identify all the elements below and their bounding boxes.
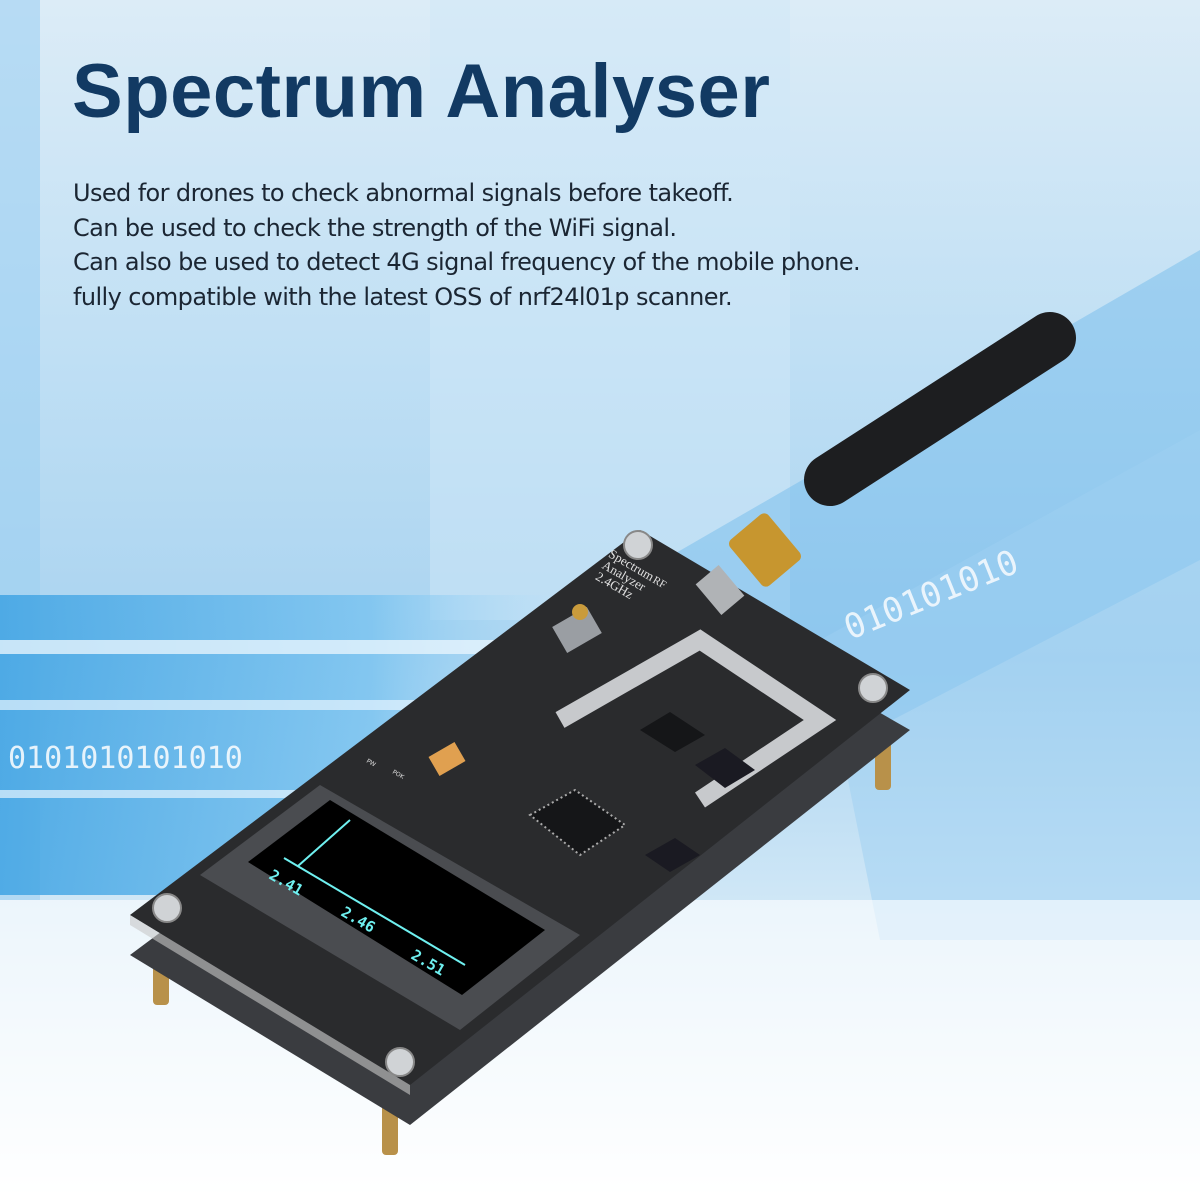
led-label-pw: PW [365,758,377,769]
binary-text: 0101010101010 [8,741,243,776]
sma-connector [695,513,801,615]
description: Used for drones to check abnormal signal… [73,176,861,314]
description-line: Used for drones to check abnormal signal… [73,179,734,207]
push-button[interactable] [552,607,602,653]
rf-label: RF [651,574,669,591]
screws [152,530,888,1077]
antenna-trace [555,629,837,808]
description-line: Can be used to check the strength of the… [73,213,677,242]
description-line: Can also be used to detect 4G signal fre… [73,248,861,276]
page-title: Spectrum Analyser [72,49,771,134]
spectrum-plot [283,819,466,966]
description-line: fully compatible with the latest OSS of … [73,282,733,311]
chips [428,712,755,872]
antenna [804,312,1076,506]
frequency-axis [283,857,466,966]
signal-peak [297,819,351,867]
oled-screen [248,800,545,995]
